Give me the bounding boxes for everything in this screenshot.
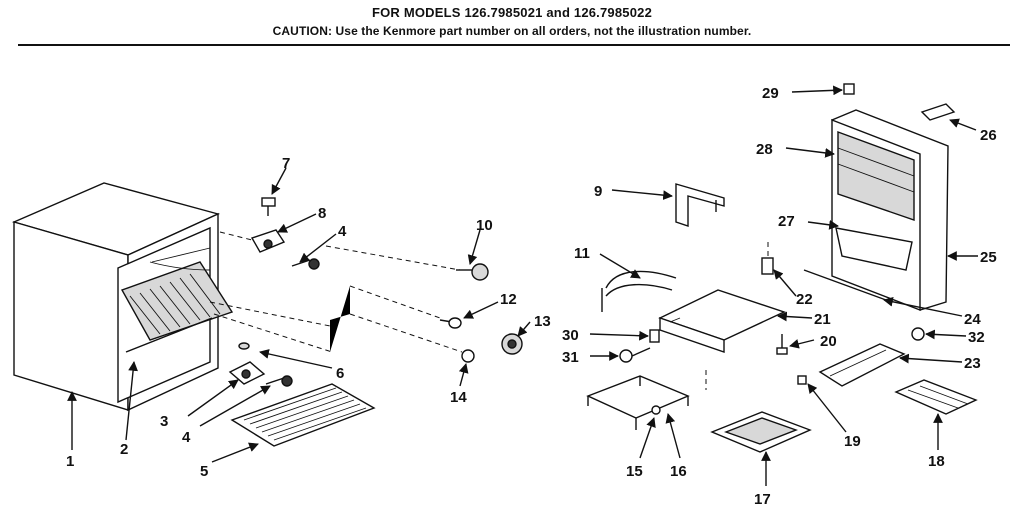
callout-6: 6	[336, 365, 344, 382]
clip-part-19	[797, 375, 807, 385]
assembly-guide-lines-left	[209, 231, 463, 353]
screw-part-4-lower	[265, 375, 293, 387]
cabinet-part	[11, 182, 234, 412]
door-shelf-part-23	[818, 343, 906, 387]
drip-tray-part-5	[230, 383, 376, 447]
callout-27: 27	[778, 213, 795, 230]
callout-12: 12	[500, 291, 517, 308]
evaporator-bracket-part-21	[658, 289, 786, 353]
callout-28: 28	[756, 141, 773, 158]
callout-8: 8	[318, 205, 326, 222]
callout-numbers: 1 2 3 4 5 6 7 8 4 9 10 11 12 13 14 15 16…	[66, 85, 997, 508]
callout-5: 5	[200, 463, 208, 480]
thermostat-part-13	[501, 333, 523, 355]
callout-26: 26	[980, 127, 997, 144]
callout-9: 9	[594, 183, 602, 200]
chiller-tray-part-17	[710, 411, 812, 453]
callout-14: 14	[450, 389, 467, 406]
callout-4-upper: 4	[338, 223, 347, 240]
callout-32: 32	[968, 329, 985, 346]
callout-17: 17	[754, 491, 771, 508]
callout-29: 29	[762, 85, 779, 102]
callout-30: 30	[562, 327, 579, 344]
callout-21: 21	[814, 311, 831, 328]
callout-23: 23	[964, 355, 981, 372]
grommet-part-14	[461, 349, 475, 363]
screw-part-15	[651, 405, 661, 415]
callout-25: 25	[980, 249, 997, 266]
caution-note: CAUTION: Use the Kenmore part number on …	[272, 24, 752, 38]
page-title: FOR MODELS 126.7985021 and 126.7985022	[371, 5, 653, 20]
callout-4-lower: 4	[182, 429, 191, 446]
cap-part-29	[843, 83, 855, 95]
header-rule	[18, 44, 1010, 46]
callout-10: 10	[476, 217, 493, 234]
callout-13: 13	[534, 313, 551, 330]
callout-20: 20	[820, 333, 837, 350]
callout-22: 22	[796, 291, 813, 308]
callout-16: 16	[670, 463, 687, 480]
bracket-part-9	[675, 183, 725, 227]
screw-part-7	[261, 197, 276, 216]
ice-tray-part-18	[894, 379, 978, 415]
screw-part-4-upper	[291, 258, 320, 270]
callout-1: 1	[66, 453, 74, 470]
callout-19: 19	[844, 433, 861, 450]
callout-24: 24	[964, 311, 981, 328]
spacer-part-22	[761, 242, 774, 275]
screw-part-20	[776, 334, 788, 355]
door-part-25	[803, 109, 949, 312]
hinge-part-3	[228, 342, 266, 385]
clip-part-30	[649, 329, 660, 343]
callout-2: 2	[120, 441, 128, 458]
callout-31: 31	[562, 349, 579, 366]
hinge-part-8	[250, 229, 286, 253]
callout-leaders	[67, 85, 978, 486]
screw-part-32	[911, 327, 925, 341]
callout-11: 11	[574, 245, 590, 262]
knob-part-10	[456, 263, 489, 281]
handle-part-26	[920, 103, 956, 121]
callout-18: 18	[928, 453, 945, 470]
screw-part-12	[439, 317, 462, 329]
shelf-frame-part-16	[586, 370, 707, 430]
callout-7: 7	[282, 155, 290, 172]
callout-3: 3	[160, 413, 168, 430]
screw-part-31	[619, 347, 651, 363]
callout-15: 15	[626, 463, 643, 480]
